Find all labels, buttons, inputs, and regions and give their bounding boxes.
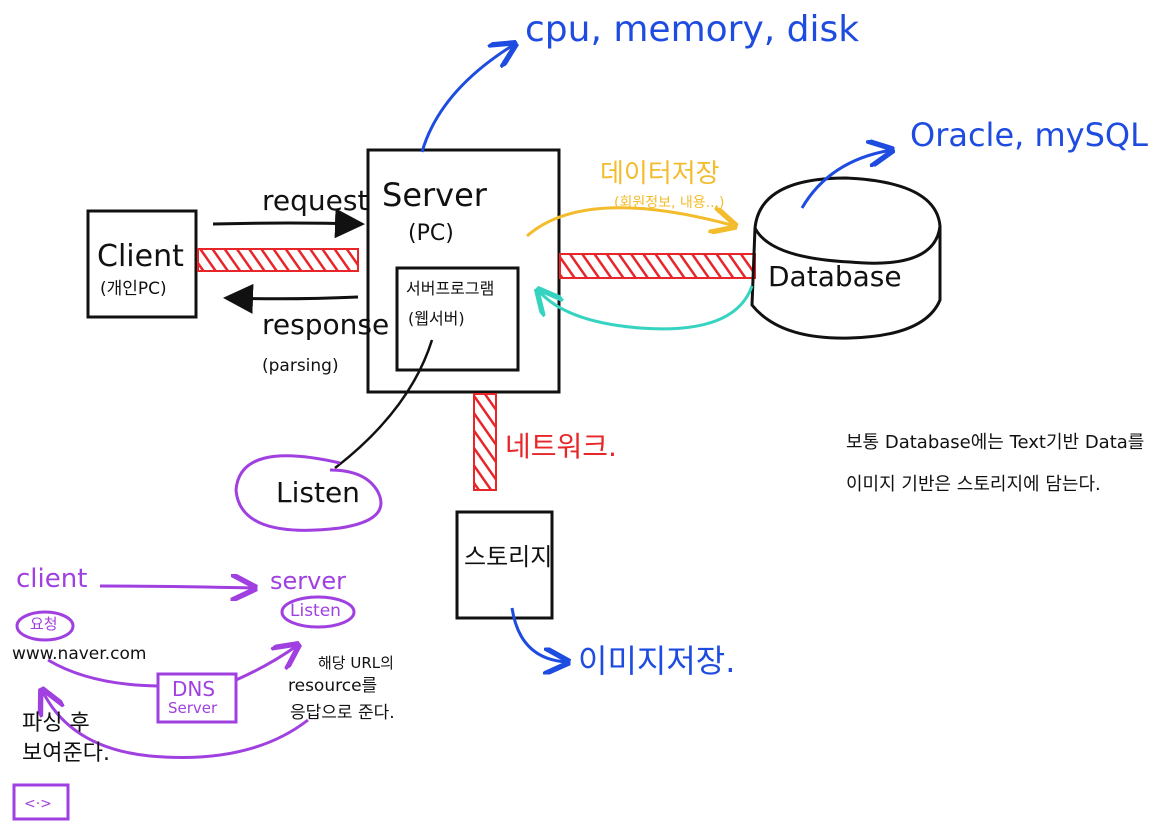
data-store-sub-label: (회원정보, 내용...)	[614, 195, 725, 211]
dns-url-label: www.naver.com	[12, 644, 147, 664]
image-store-arrow	[510, 607, 568, 662]
dns-client-label: client	[16, 564, 88, 594]
server-sub-label: (PC)	[408, 221, 454, 246]
url-resource-line-3: 응답으로 준다.	[290, 703, 395, 723]
request-arrow	[212, 208, 365, 239]
browser-thumbnail-box	[12, 783, 70, 821]
dns-client-server-arrow	[99, 586, 255, 588]
server-database-network-link	[559, 253, 756, 279]
database-label: Database	[768, 260, 902, 293]
server-program-sub-label: (웹서버)	[408, 309, 465, 328]
resources-arrow	[420, 44, 515, 153]
parsing-label: (parsing)	[262, 356, 339, 376]
dns-to-server-arrow	[235, 645, 298, 682]
server-label: Server	[382, 176, 487, 214]
request-label: request	[262, 184, 369, 217]
server-program-label: 서버프로그램	[406, 279, 495, 298]
client-box	[86, 209, 198, 319]
listen-loop	[234, 454, 383, 532]
browser-thumbnail-icon: <·>	[24, 796, 52, 812]
parse-line-2: 보여준다.	[22, 741, 110, 766]
server-storage-network-link	[473, 393, 497, 491]
dns-box-label: DNS	[172, 677, 216, 701]
db-examples-label: Oracle, mySQL	[910, 116, 1148, 154]
dns-box-sub-label: Server	[168, 699, 218, 717]
listen-connector	[334, 339, 434, 469]
data-store-arrow	[526, 206, 735, 238]
server-program-box	[395, 266, 520, 372]
image-store-label: 이미지저장.	[578, 642, 736, 680]
dns-server-box	[156, 672, 238, 724]
response-arrow	[223, 283, 359, 314]
parse-line-1: 파싱 후	[22, 711, 90, 736]
resources-label: cpu, memory, disk	[525, 9, 860, 50]
note-line-1: 보통 Database에는 Text기반 Data를	[846, 432, 1145, 453]
listen-label: Listen	[276, 476, 360, 509]
response-label: response	[262, 308, 390, 341]
dns-listen-label: Listen	[290, 601, 341, 621]
dns-server-label: server	[270, 567, 346, 595]
data-store-label: 데이터저장	[600, 159, 720, 189]
dns-request-label: 요청	[30, 615, 58, 633]
note-line-2: 이미지 기반은 스토리지에 담는다.	[846, 474, 1101, 495]
dns-request-oval	[15, 610, 75, 642]
storage-label: 스토리지	[464, 543, 553, 571]
client-server-network-link	[197, 248, 359, 272]
network-label: 네트워크.	[505, 430, 617, 463]
client-label: Client	[97, 239, 184, 274]
storage-box	[455, 510, 554, 620]
db-return-arrow	[538, 286, 754, 331]
dns-query-line	[47, 658, 159, 688]
client-sub-label: (개인PC)	[100, 279, 167, 299]
url-resource-line-1: 해당 URL의	[318, 654, 394, 672]
db-examples-arrow	[800, 150, 892, 209]
dns-response-curve	[42, 690, 309, 759]
url-resource-line-2: resource를	[288, 676, 378, 696]
dns-listen-oval	[280, 595, 356, 629]
database-cylinder	[750, 176, 942, 340]
